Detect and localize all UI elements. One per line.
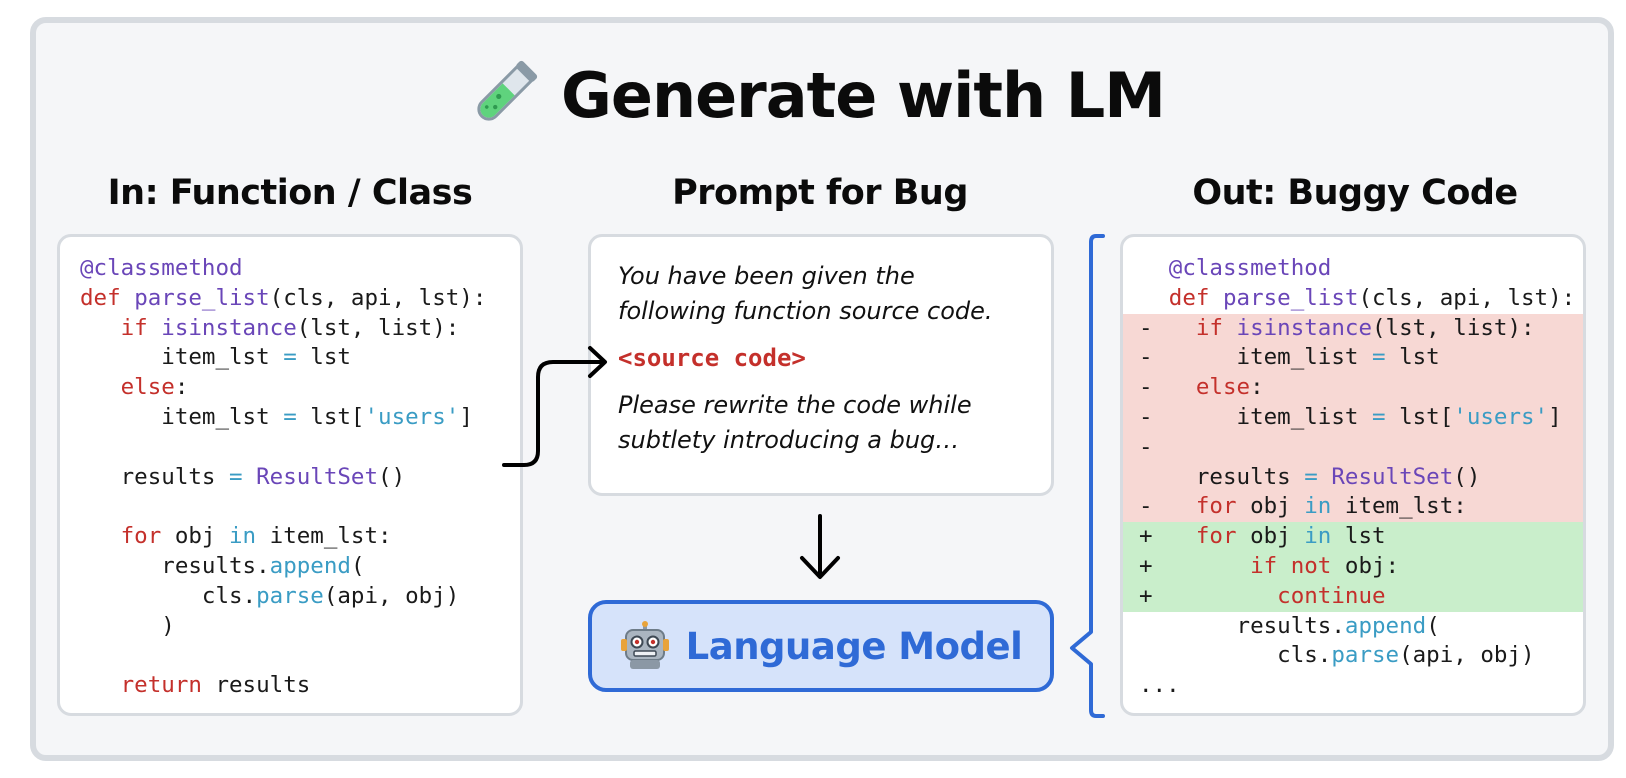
- output-code-block: @classmethod def parse_list(cls, api, lst…: [1123, 254, 1583, 701]
- added-code-line: + for obj in lst: [1123, 522, 1583, 552]
- code-line: if isinstance(lst, list):: [120, 314, 460, 341]
- input-to-prompt-arrowhead: [588, 346, 607, 378]
- added-code-line: + if not obj:: [1123, 551, 1583, 582]
- code-line: return results: [120, 672, 311, 699]
- code-line: results.append(: [1168, 612, 1440, 639]
- code-line: @classmethod: [80, 255, 243, 281]
- deleted-code-line: -: [1123, 432, 1583, 463]
- code-line: cls.parse(api, obj): [1168, 642, 1535, 669]
- output-column-heading: Out: Buggy Code: [1192, 173, 1518, 213]
- prompt-to-model-arrowhead: [800, 556, 840, 579]
- diagram-title: Generate with LM: [561, 58, 1166, 132]
- code-line: def parse_list(cls, api, lst):: [1168, 284, 1576, 311]
- language-model-label: Language Model: [685, 624, 1023, 668]
- prompt-line-1: You have been given the: [618, 262, 915, 290]
- code-line: cls.parse(api, obj): [80, 582, 460, 609]
- code-line: item_lst = lst: [80, 344, 351, 371]
- prompt-line-4: subtlety introducing a bug…: [618, 426, 960, 454]
- prompt-panel: You have been given the following functi…: [588, 234, 1054, 496]
- deleted-code-line: - item_list = lst: [1123, 343, 1583, 374]
- language-model-box: Language Model: [588, 600, 1054, 692]
- source-code-placeholder: <source code>: [618, 344, 806, 372]
- code-line: results = ResultSet(): [80, 463, 406, 490]
- code-line: results.append(: [80, 552, 365, 579]
- prompt-line-3: Please rewrite the code while: [618, 391, 972, 419]
- deleted-code-line: - else:: [1123, 373, 1583, 403]
- deleted-code-line: - item_list = lst['users']: [1123, 402, 1583, 433]
- deleted-code-line: results = ResultSet(): [1123, 462, 1583, 493]
- code-line: @classmethod: [1168, 255, 1332, 281]
- input-code-block: @classmethod def parse_list(cls, api, lst…: [80, 254, 486, 701]
- code-line: ): [80, 612, 175, 639]
- input-to-prompt-arrow: [502, 360, 606, 467]
- code-line: def parse_list(cls, api, lst):: [80, 284, 487, 311]
- title-row: Generate with LM: [0, 50, 1626, 140]
- robot-icon: [620, 621, 669, 669]
- prompt-line-2: following function source code.: [618, 297, 993, 325]
- prompt-column-heading: Prompt for Bug: [672, 173, 968, 213]
- code-line: ...: [1139, 672, 1180, 699]
- input-code-panel: @classmethod def parse_list(cls, api, lst…: [57, 234, 523, 716]
- test-tube-icon: [477, 60, 538, 121]
- added-code-line: + continue: [1123, 581, 1583, 612]
- deleted-code-line: - for obj in item_lst:: [1123, 492, 1583, 523]
- code-line: else:: [120, 374, 189, 401]
- code-line: for obj in item_lst:: [120, 523, 392, 550]
- input-column-heading: In: Function / Class: [107, 173, 473, 213]
- output-code-panel: @classmethod def parse_list(cls, api, lst…: [1120, 234, 1586, 716]
- output-brace: [1070, 234, 1105, 718]
- code-line: item_lst = lst['users']: [80, 403, 473, 430]
- deleted-code-line: - if isinstance(lst, list):: [1123, 313, 1583, 344]
